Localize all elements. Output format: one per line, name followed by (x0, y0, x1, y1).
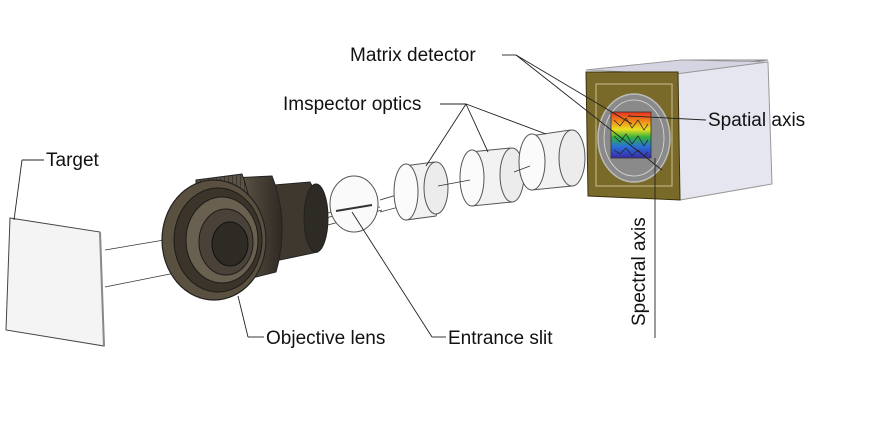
label-entrance-slit: Entrance slit (448, 328, 553, 349)
label-matrix-detector: Matrix detector (350, 45, 476, 66)
leader-lines (13, 54, 707, 338)
objective-lens (161, 173, 329, 301)
entrance-slit (329, 175, 379, 233)
imspector-optics (393, 129, 586, 221)
label-spectral-axis: Spectral axis (629, 217, 650, 326)
matrix-detector-box (585, 59, 773, 201)
label-target: Target (46, 150, 100, 171)
label-imspector-optics: Imspector optics (283, 94, 421, 115)
target-panel (5, 217, 105, 347)
label-spatial-axis: Spatial axis (708, 110, 805, 131)
label-objective-lens: Objective lens (266, 328, 385, 349)
